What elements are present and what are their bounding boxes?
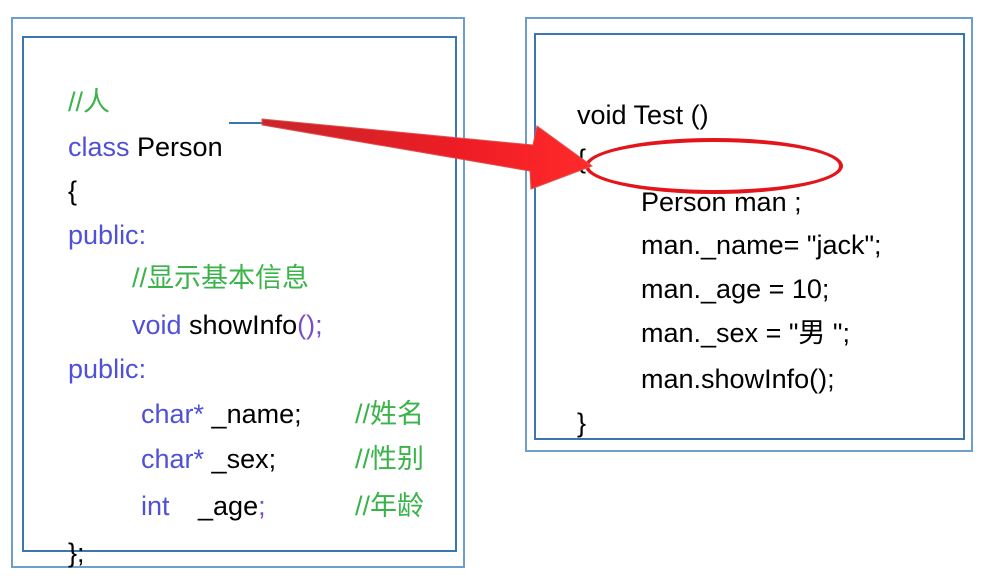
name-member-line: char* _name; (126, 366, 302, 430)
class-keyword: class (68, 132, 130, 162)
comment-age-line: //年龄 (340, 458, 424, 522)
comment-person-line: //人 (53, 54, 110, 118)
public-keyword-1: public (68, 220, 139, 250)
sex-member-line: char* _sex; (126, 411, 276, 475)
age-semicolon: ; (258, 491, 266, 521)
int-keyword-line: int (126, 458, 170, 522)
test-close-brace-text: } (577, 408, 587, 438)
age-assignment-text: man._age = 10; (641, 274, 830, 304)
class-name: Person (129, 132, 223, 162)
comment-sex: //性别 (355, 444, 425, 474)
comment-age: //年龄 (355, 491, 425, 521)
sex-member: _sex; (204, 444, 277, 474)
arrow-shape (261, 118, 594, 190)
void-keyword: void (132, 310, 182, 340)
show-info-call: man.showInfo(); (626, 331, 835, 395)
test-panel-outer-border (525, 17, 973, 452)
public-colon-1: : (138, 220, 147, 250)
comment-sex-line: //性别 (340, 411, 424, 475)
name-assignment: man._name= "jack"; (626, 197, 882, 261)
public-keyword-2: public (68, 354, 139, 384)
name-assignment-text: man._name= "jack"; (641, 230, 882, 260)
open-brace-text: { (68, 176, 78, 206)
age-assignment: man._age = 10; (626, 241, 829, 305)
class-close-brace: }; (53, 505, 85, 569)
age-member-line: _age; (183, 458, 266, 522)
int-keyword: int (141, 491, 170, 521)
char-keyword-1: char* (141, 399, 205, 429)
name-member: _name; (204, 399, 302, 429)
show-info-call-text: man.showInfo(); (641, 364, 835, 394)
class-panel (22, 36, 457, 552)
comment-name-line: //姓名 (340, 366, 424, 430)
show-info-name: showInfo (181, 310, 298, 340)
show-info-parens: (); (297, 310, 323, 340)
test-close-brace: } (562, 375, 586, 439)
public-line-2: public: (53, 321, 146, 385)
test-panel (534, 33, 965, 440)
test-function-signature: void Test () (562, 67, 709, 131)
public-line-1: public: (53, 187, 146, 251)
void-test-text: void Test () (577, 100, 709, 130)
comment-name: //姓名 (355, 399, 425, 429)
close-brace-text: }; (68, 538, 85, 568)
age-member: _age (198, 491, 259, 521)
class-panel-outer-border (11, 17, 465, 568)
class-open-brace: { (53, 143, 77, 207)
sex-assignment-text: man._sex = "男 "; (641, 318, 851, 348)
comment-show-line: //显示基本信息 (117, 230, 309, 294)
show-info-declaration: void showInfo(); (117, 277, 323, 341)
class-declaration-line: class Person (53, 99, 223, 163)
sex-assignment: man._sex = "男 "; (626, 285, 850, 349)
comment-show-info: //显示基本信息 (132, 263, 310, 293)
char-keyword-2: char* (141, 444, 205, 474)
public-colon-2: : (138, 354, 147, 384)
comment-person: //人 (68, 87, 111, 117)
